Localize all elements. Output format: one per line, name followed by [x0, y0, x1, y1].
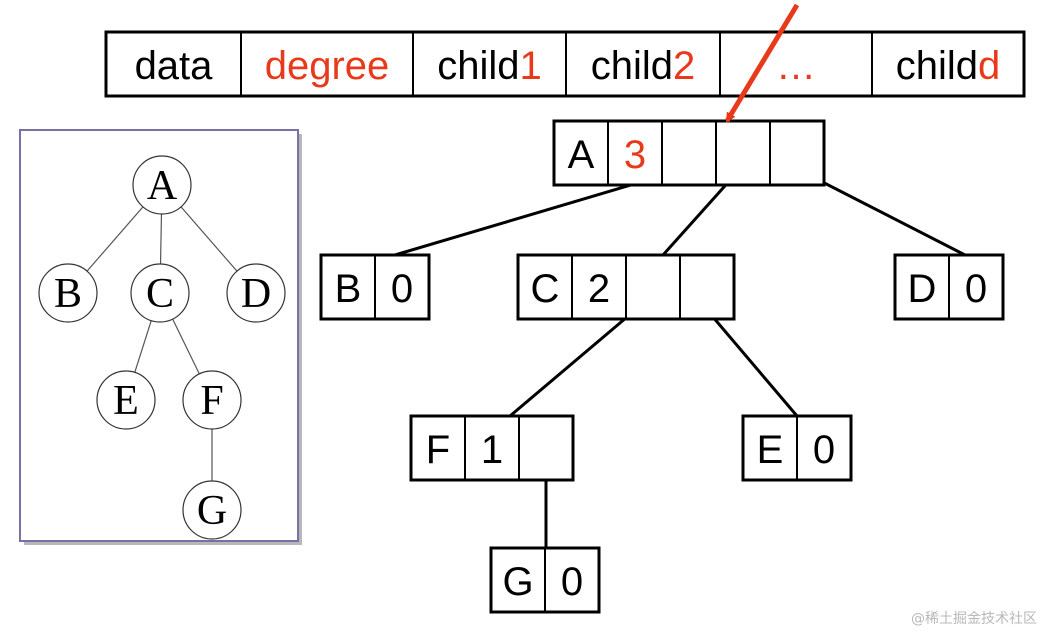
red-indicator-arrow	[724, 3, 800, 123]
record-degree: 0	[391, 267, 413, 311]
header-field-4: …	[776, 44, 816, 88]
tree-node-label-C: C	[146, 271, 174, 317]
record-label: E	[757, 428, 784, 472]
tree-edge-C-F	[172, 318, 200, 375]
header-field-3: child2	[591, 44, 696, 88]
tree-edge-A-B	[86, 206, 144, 272]
tree-node-E	[96, 370, 156, 430]
tree-node-label-G: G	[197, 488, 227, 534]
record-box	[409, 414, 575, 482]
record-label: D	[908, 267, 937, 311]
header-field-base-text: child	[591, 44, 673, 88]
record-label: G	[502, 560, 533, 604]
header-field-2: child1	[437, 44, 542, 88]
record-degree: 1	[481, 428, 503, 472]
header-field-accent-text: 2	[673, 44, 695, 88]
tree-node-label-D: D	[241, 271, 271, 317]
tree-node-label-A: A	[147, 163, 178, 209]
record-label: F	[426, 428, 450, 472]
record-label: B	[335, 267, 362, 311]
record-degree: 0	[813, 428, 835, 472]
record-degree: 2	[588, 267, 610, 311]
record-degree: 3	[624, 133, 646, 177]
header-field-0: data	[135, 44, 214, 88]
header-field-accent-text: degree	[265, 44, 390, 88]
header-field-accent-text: 1	[520, 44, 542, 88]
tree-node-label-B: B	[54, 271, 82, 317]
header-field-accent-text: d	[978, 44, 1000, 88]
tree-node-B	[38, 263, 98, 323]
tree-node-C	[130, 263, 190, 323]
tree-node-label-F: F	[200, 378, 223, 424]
header-field-5: childd	[896, 44, 1001, 88]
tree-node-D	[226, 263, 286, 323]
tree-node-label-E: E	[113, 378, 139, 424]
tree-edge-A-D	[180, 206, 238, 272]
header-field-1: degree	[265, 44, 390, 88]
record-label: A	[568, 133, 595, 177]
header-field-accent-text: …	[776, 44, 816, 88]
watermark-text: @稀土掘金技术社区	[911, 611, 1037, 627]
record-box	[552, 119, 826, 187]
record-label: C	[531, 267, 560, 311]
header-field-base-text: data	[135, 44, 214, 88]
record-degree: 0	[561, 560, 583, 604]
header-field-base-text: child	[896, 44, 978, 88]
tree-node-A	[132, 155, 192, 215]
record-degree: 0	[965, 267, 987, 311]
header-field-base-text: child	[437, 44, 519, 88]
tree-edge-A-C	[159, 213, 163, 265]
tree-node-G	[182, 480, 242, 540]
tree-edge-C-E	[134, 320, 152, 373]
tree-node-F	[182, 370, 242, 430]
